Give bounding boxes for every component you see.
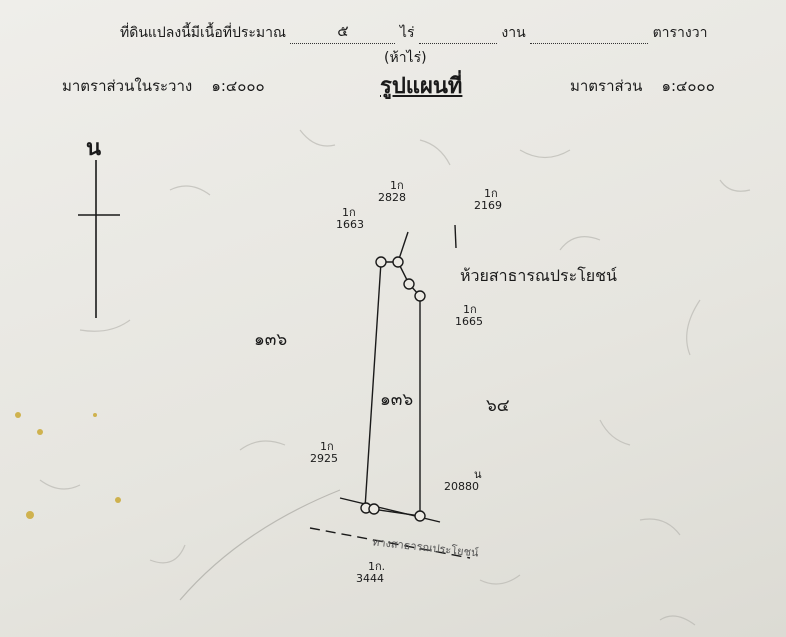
parcel-20880: น 20880 — [444, 468, 482, 493]
map-title: รูปแผนที่ — [380, 74, 463, 99]
boundary-marker — [375, 256, 387, 268]
wa-unit: ตารางวา — [652, 25, 708, 41]
scale-left-value: ๑:๔๐๐๐ — [211, 77, 265, 95]
ngan-unit: งาน — [501, 25, 526, 41]
rai-in-words: (ห้าไร่) — [384, 50, 427, 66]
scale-right-value: ๑:๔๐๐๐ — [661, 77, 715, 95]
parcel-2925: 1ก 2925 — [310, 440, 338, 465]
boundary-marker — [403, 278, 415, 290]
area-rai-value: ๕ — [337, 22, 349, 40]
road-edge-lower — [309, 527, 471, 559]
north-label: น — [86, 136, 102, 161]
parcel-3444: 1ก. 3444 — [356, 560, 386, 585]
parcel-2828: 1ก 2828 — [378, 179, 406, 204]
adjacent-parcel-left: ๑๓๖ — [254, 330, 288, 350]
area-label: ที่ดินแปลงนี้มีเนื้อที่ประมาณ — [120, 25, 287, 41]
subject-parcel-number: ๑๓๖ — [380, 390, 414, 410]
boundary-marker — [414, 510, 426, 522]
boundary-marker — [414, 290, 426, 302]
area-line: ที่ดินแปลงนี้มีเนื้อที่ประมาณ ๕ ไร่ งาน … — [120, 19, 707, 44]
scale-right-label: มาตราส่วน — [570, 77, 643, 95]
creek-tick — [454, 224, 457, 249]
area-wa-field — [530, 43, 649, 44]
boundary-marker — [392, 256, 404, 268]
area-ngan-field — [418, 43, 497, 44]
scale-left-label: มาตราส่วนในระวาง — [62, 77, 193, 95]
boundary-marker — [368, 503, 380, 515]
parcel-2169: 1ก 2169 — [474, 187, 502, 212]
scale-right: มาตราส่วน ๑:๔๐๐๐ — [570, 74, 715, 98]
area-rai-field: ๕ — [290, 19, 396, 44]
scale-left: มาตราส่วนในระวาง ๑:๔๐๐๐ — [62, 74, 265, 98]
public-creek-label: ห้วยสาธารณประโยชน์ — [460, 266, 617, 285]
rai-unit: ไร่ — [399, 25, 415, 41]
adjacent-parcel-right: ๖๔ — [486, 396, 510, 416]
parcel-1665: 1ก 1665 — [455, 303, 483, 328]
parcel-1663: 1ก 1663 — [336, 206, 364, 231]
